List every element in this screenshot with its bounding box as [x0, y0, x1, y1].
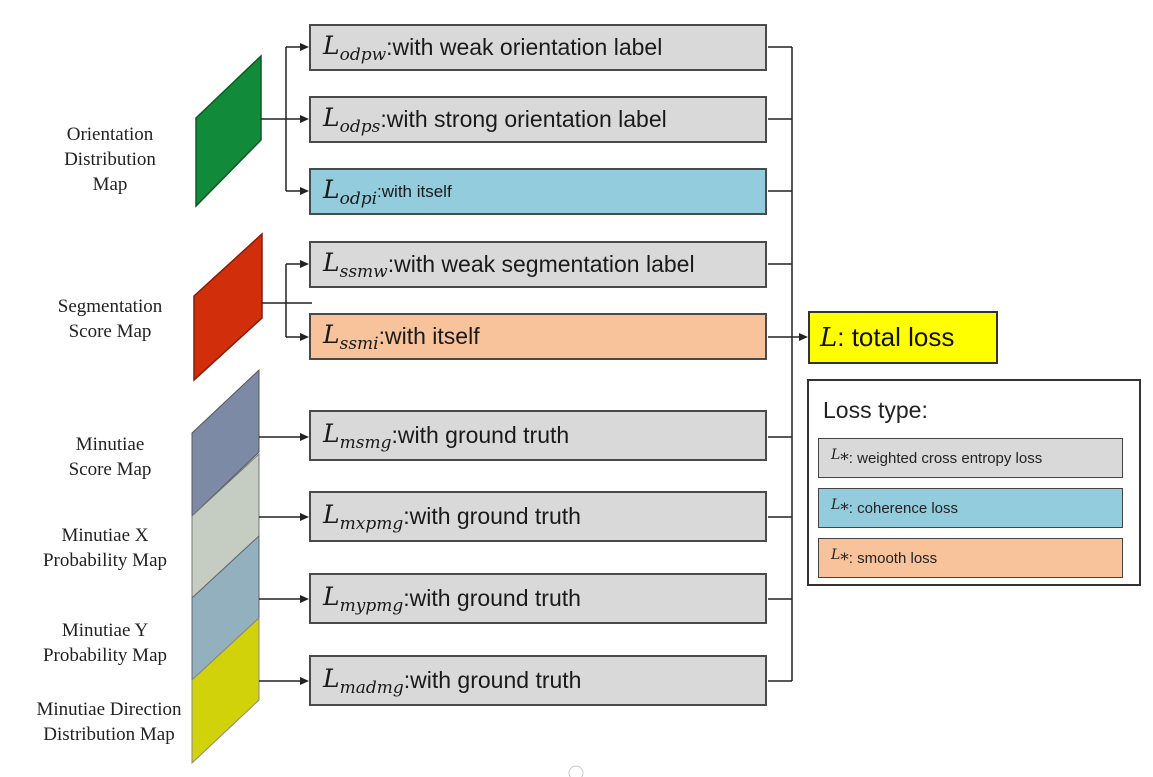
loss-box-ssmw: Lssmw:with weak segmentation label [309, 241, 767, 288]
loss-desc: :with weak segmentation label [387, 251, 695, 277]
loss-box-mypmg: Lmypmg:with ground truth [309, 573, 767, 624]
loss-box-odps: Lodps:with strong orientation label [309, 96, 767, 143]
loss-symbol: Lmxpmg [323, 499, 404, 534]
loss-desc: :with ground truth [391, 422, 570, 448]
legend-item-weighted-ce: L*: weighted cross entropy loss [818, 438, 1123, 478]
total-loss-symbol: L [820, 322, 838, 353]
loss-desc: :with ground truth [403, 503, 581, 529]
loss-desc: :with itself [377, 181, 452, 201]
loss-desc: :with itself [378, 323, 480, 349]
legend-title: Loss type: [823, 397, 928, 423]
loss-box-odpi: Lodpi:with itself [309, 168, 767, 215]
segmentation-map-shape [193, 232, 263, 382]
loss-desc: :with ground truth [403, 667, 582, 693]
loss-symbol: Lodpw [323, 30, 387, 65]
legend-item-coherence: L*: coherence loss [818, 488, 1123, 528]
legend-label: : weighted cross entropy loss [848, 449, 1043, 467]
loss-symbol: Lssmi [323, 319, 379, 354]
loss-type-legend: Loss type: L*: weighted cross entropy lo… [807, 379, 1141, 586]
loss-symbol: Lmypmg [323, 581, 404, 616]
minutiae-score-map-shape [191, 368, 260, 518]
legend-item-smooth: L*: smooth loss [818, 538, 1123, 578]
loss-desc: :with ground truth [403, 585, 581, 611]
loss-box-madmg: Lmadmg:with ground truth [309, 655, 767, 706]
loss-box-ssmi: Lssmi:with itself [309, 313, 767, 360]
decorative-circle [568, 765, 584, 777]
total-loss-label: : total loss [837, 322, 955, 352]
legend-label: : coherence loss [848, 499, 959, 517]
minutiae-dir-map-shape [191, 616, 260, 765]
legend-symbol: L* [831, 546, 849, 570]
loss-box-msmg: Lmsmg:with ground truth [309, 410, 767, 461]
loss-symbol: Lmsmg [323, 418, 392, 453]
total-loss-box: L: total loss [808, 311, 998, 364]
loss-symbol: Lssmw [323, 247, 388, 282]
loss-symbol: Lodpi [323, 174, 378, 209]
legend-symbol: L* [831, 446, 849, 470]
loss-desc: :with weak orientation label [386, 34, 663, 60]
loss-box-odpw: Lodpw:with weak orientation label [309, 24, 767, 71]
orientation-map-shape [195, 54, 262, 208]
legend-label: : smooth loss [848, 549, 938, 567]
loss-symbol: Lodps [323, 102, 381, 137]
loss-box-mxpmg: Lmxpmg:with ground truth [309, 491, 767, 542]
loss-desc: :with strong orientation label [380, 106, 667, 132]
legend-symbol: L* [831, 496, 849, 520]
loss-symbol: Lmadmg [323, 663, 404, 698]
